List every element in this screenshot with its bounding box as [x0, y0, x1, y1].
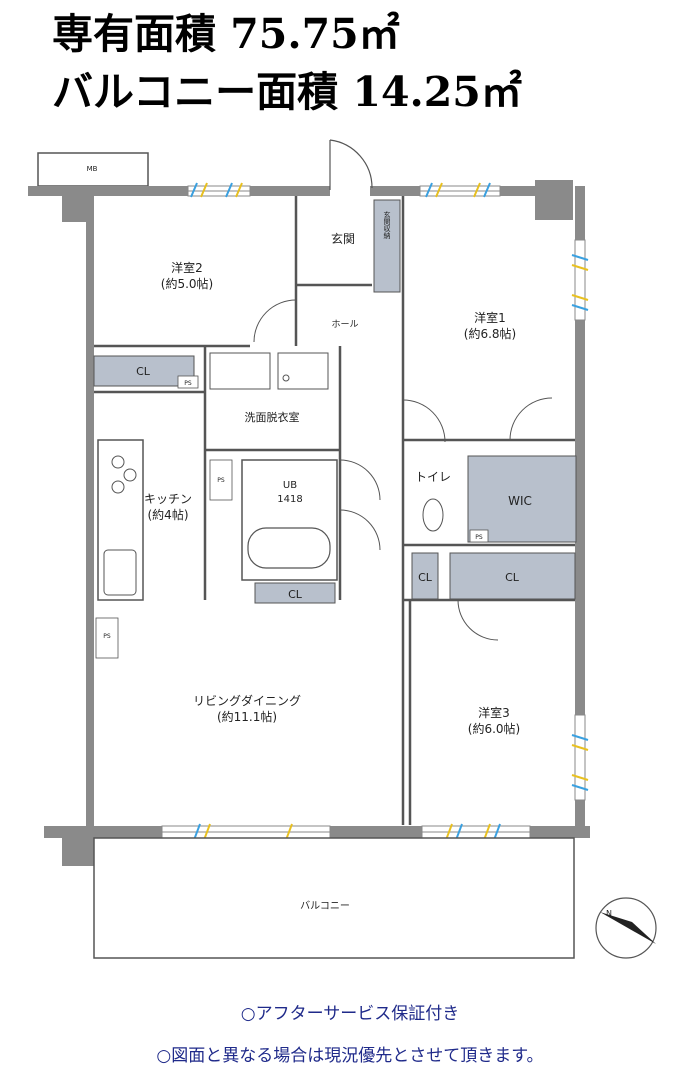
note-after-service: ○アフターサービス保証付き	[240, 1004, 460, 1024]
ps-label-2: PS	[475, 534, 483, 541]
western2-name: 洋室2	[171, 260, 203, 275]
wic-label: WIC	[508, 494, 532, 508]
washbasin	[209, 352, 271, 390]
western3-size: (約6.0帖)	[468, 721, 520, 736]
ps-label-4: PS	[217, 477, 225, 484]
washroom-label: 洗面脱衣室	[245, 410, 300, 424]
western1-size: (約6.8帖)	[464, 326, 516, 341]
toilet-label: トイレ	[415, 470, 451, 484]
closet-western2-label: CL	[136, 365, 151, 378]
washing-pan	[277, 352, 329, 390]
balcony-area	[93, 837, 575, 959]
living-name: リビングダイニング	[193, 693, 301, 708]
stove-burner-icon	[123, 468, 137, 482]
western2-size: (約5.0帖)	[161, 276, 213, 291]
balcony-label: バルコニー	[300, 900, 350, 912]
window-top-right	[419, 182, 501, 198]
mb-label: MB	[87, 165, 98, 173]
closet-toilet	[411, 552, 439, 600]
hall-label: ホール	[331, 319, 358, 330]
interior-walls	[94, 196, 575, 825]
ps-box-3	[95, 617, 119, 659]
stove-burner-icon	[111, 455, 125, 469]
kitchen-name: キッチン	[144, 492, 192, 506]
exclusive-area-title: 専有面積 75.75㎡	[52, 10, 400, 58]
genkan-storage-label: 玄関収納	[383, 210, 391, 240]
ub-name: UB	[283, 480, 297, 491]
closet-bath	[254, 582, 336, 604]
ps-box-2	[469, 529, 489, 543]
room-labels: 玄関 洋室2 (約5.0帖) ホール 洋室1 (約6.8帖) 洗面脱衣室 キッチ…	[144, 231, 532, 912]
balcony-area-title: バルコニー面積 14.25㎡	[52, 68, 522, 116]
closet-western3-label: CL	[505, 571, 520, 584]
western1-name: 洋室1	[474, 310, 506, 325]
ps-label-1: PS	[184, 380, 192, 387]
window-top-left	[187, 182, 251, 198]
living-size: (約11.1帖)	[217, 709, 277, 724]
closet-western2	[93, 355, 195, 387]
wic-box	[467, 455, 577, 543]
closet-western3	[449, 552, 576, 600]
genkan-storage-box	[373, 199, 401, 293]
ps-label-3: PS	[103, 633, 111, 640]
window-right-upper	[571, 239, 589, 321]
note-priority: ○図面と異なる場合は現況優先とさせて頂きます。	[156, 1046, 544, 1066]
closet-bath-label: CL	[288, 588, 303, 601]
kitchen-size: (約4帖)	[148, 507, 189, 522]
ub-size: 1418	[277, 494, 302, 505]
genkan-label: 玄関	[331, 231, 355, 246]
kitchen-sink	[103, 549, 137, 596]
window-right-lower	[571, 714, 589, 801]
bathtub	[247, 527, 331, 569]
door-swings	[253, 299, 553, 641]
drain-icon	[282, 374, 290, 382]
ps-box-4	[209, 459, 233, 501]
ps-box-1	[177, 375, 199, 389]
floor-plan: MB	[28, 139, 657, 959]
toilet-bowl	[422, 498, 444, 532]
closet-toilet-label: CL	[418, 571, 433, 584]
compass-north-label: N	[606, 909, 612, 918]
stove-burner-icon	[111, 480, 125, 494]
western3-name: 洋室3	[478, 705, 510, 720]
compass-icon: N	[595, 897, 657, 959]
entrance-door	[329, 139, 373, 190]
